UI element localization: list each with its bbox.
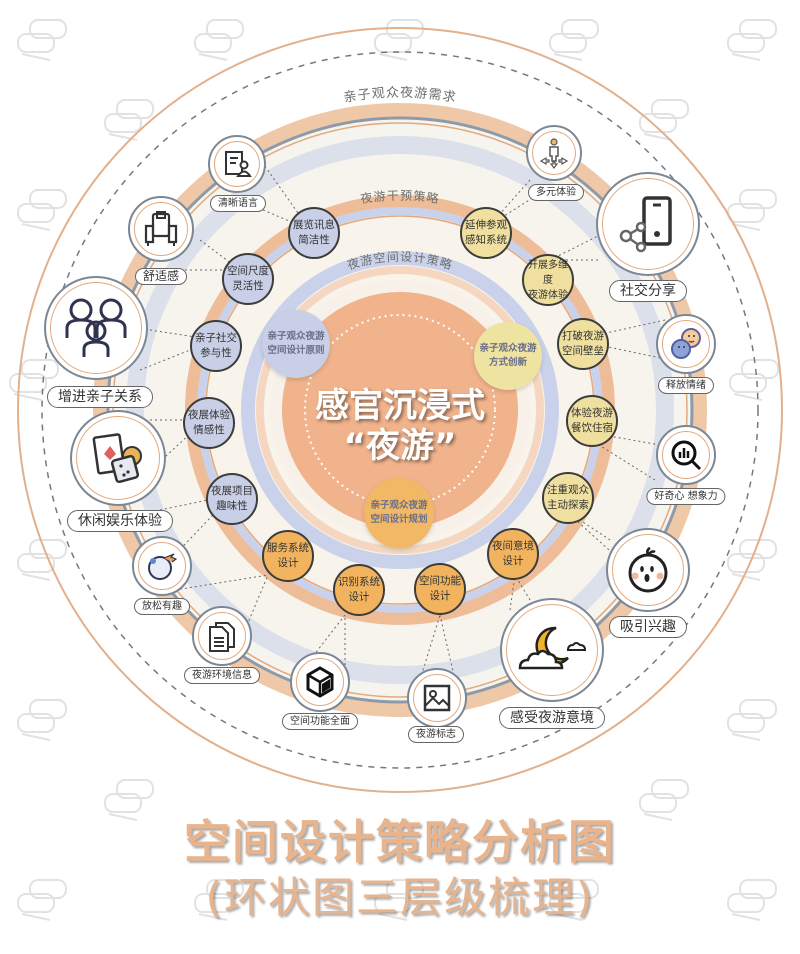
center-title-line2: “夜游” [343,426,457,466]
need-night-signage [407,668,467,728]
strategy-node-blue: 展览讯息简洁性 [288,207,340,259]
surprised-face-icon [628,546,668,593]
need-curiosity-imagination [656,425,716,485]
files-icon [209,622,235,652]
need-diverse-experience [526,125,582,181]
planet-arrow-icon [148,553,178,580]
strategy-node-orange: 夜间意境设计 [487,528,539,580]
need-clear-language [208,135,266,193]
phone-share-icon [619,196,672,253]
inner-node-innovation: 亲子观众夜游方式创新 [474,322,542,390]
strategy-node-blue: 空间尺度灵活性 [222,253,274,305]
strategy-node-yellow: 打破夜游空间壁垒 [557,318,609,370]
center-title-line1: 感官沉浸式 [315,386,485,426]
need-night-ambience [500,598,604,702]
need-label: 夜游标志 [408,726,464,743]
need-social-sharing [596,172,700,276]
need-release-emotions [656,314,716,374]
family-icon [65,298,127,357]
chart-title: 空间设计策略分析图 [184,815,616,869]
need-label: 舒适感 [134,268,188,285]
need-leisure [70,410,166,506]
strategy-node-orange: 识别系统设计 [333,564,385,616]
need-label: 清晰语言 [210,195,266,212]
need-label: 好奇心 想象力 [646,488,726,505]
person-arrows-icon [539,138,569,169]
need-complete-functions [290,652,350,712]
need-relax-fun [132,536,192,596]
inner-node-planning: 亲子观众夜游空间设计规划 [364,478,434,548]
need-label: 休闲娱乐体验 [67,510,173,532]
strategy-node-orange: 空间功能设计 [414,563,466,615]
cards-dice-icon [92,433,142,484]
need-label: 感受夜游意境 [499,707,605,729]
moon-clouds-icon [518,626,587,670]
need-label: 多元体验 [528,184,584,201]
need-comfort [128,196,194,262]
need-label: 夜游环境信息 [184,667,260,684]
emoji-faces-icon [671,328,701,359]
need-family-relations [44,276,148,380]
cube-icon [306,666,334,698]
need-label: 空间功能全面 [282,713,358,730]
need-label: 吸引兴趣 [609,616,687,638]
strategy-node-yellow: 体验夜游餐饮住宿 [566,395,618,447]
search-chart-icon [671,440,702,471]
need-attract-interest [606,528,690,612]
need-label: 释放情绪 [658,377,714,394]
inner-node-principles: 亲子观众夜游空间设计原则 [262,310,330,378]
strategy-node-yellow: 开展多维度夜游体验 [522,254,574,306]
strategy-node-yellow: 注重观众主动探索 [542,472,594,524]
need-label: 社交分享 [609,280,687,302]
strategy-node-blue: 夜展体验情感性 [183,397,235,449]
need-label: 增进亲子关系 [47,386,153,408]
strategy-node-orange: 服务系统设计 [262,530,314,582]
armchair-icon [144,211,178,246]
strategy-node-blue: 亲子社交参与性 [190,320,242,372]
image-icon [423,684,451,712]
need-environment-info [192,606,252,666]
strategy-node-blue: 夜展项目趣味性 [206,473,258,525]
ring-label-needs: 亲子观众夜游需求 [342,86,457,106]
document-person-icon [225,151,252,177]
strategy-node-yellow: 延伸参观感知系统 [460,207,512,259]
ring-label-intervention: 夜游干预策略 [359,189,440,207]
need-label: 放松有趣 [134,598,190,615]
chart-subtitle: (环状图三层级梳理) [205,873,595,922]
